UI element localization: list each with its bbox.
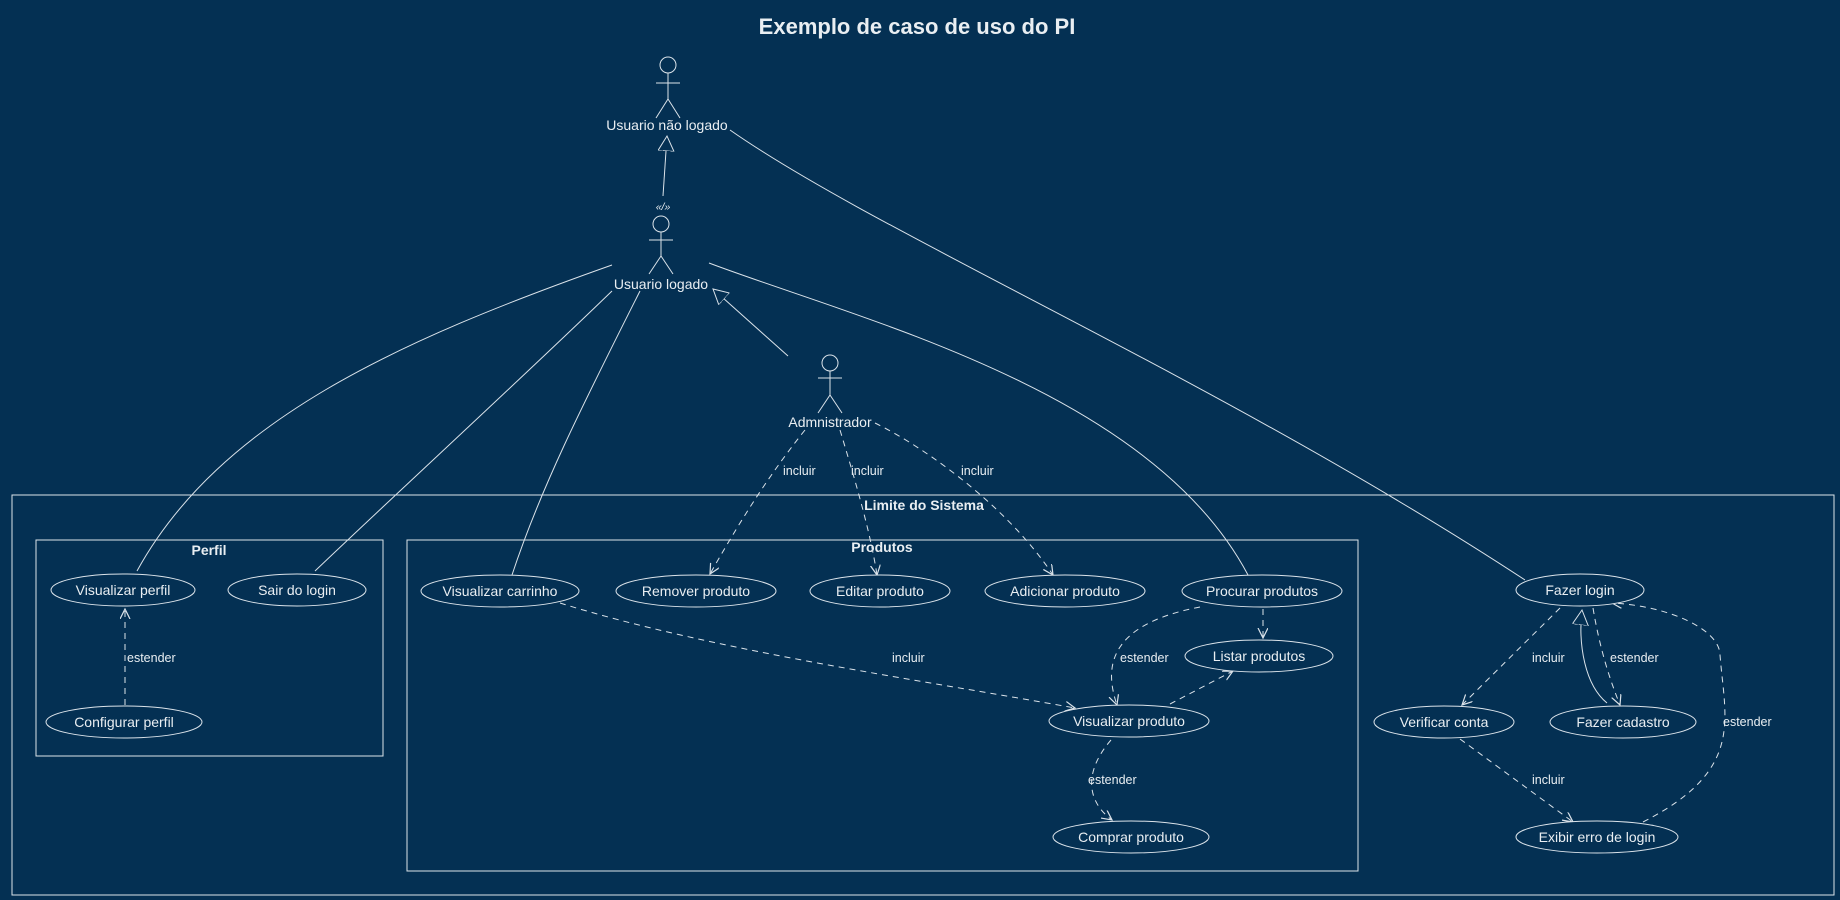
usecase-label-fazer-login: Fazer login — [1545, 582, 1614, 598]
usecase-configurar-perfil: Configurar perfil — [45, 705, 203, 739]
package-produtos — [406, 539, 1359, 872]
usecase-label-configurar-perfil: Configurar perfil — [74, 714, 174, 730]
usecase-procurar-produtos: Procurar produtos — [1181, 574, 1343, 608]
usecase-comprar-produto: Comprar produto — [1052, 820, 1210, 854]
usecase-editar-produto: Editar produto — [809, 574, 951, 608]
extend-exibir-erro-login — [1612, 603, 1726, 823]
actor-label-usuario-logado: Usuario logado — [614, 276, 708, 292]
stick-figure-icon — [648, 215, 674, 275]
usecase-visualizar-perfil: Visualizar perfil — [50, 573, 196, 607]
include-admin-editar — [839, 429, 877, 575]
package-perfil — [35, 539, 384, 757]
usecase-label-fazer-cadastro: Fazer cadastro — [1576, 714, 1670, 730]
usecase-label-exibir-erro-login: Exibir erro de login — [1539, 829, 1656, 845]
actor-usuario-logado: Usuario logado — [614, 215, 708, 292]
usecase-label-procurar-produtos: Procurar produtos — [1206, 583, 1318, 599]
label-extend-configurar-perfil: estender — [127, 651, 176, 665]
stereotype-label: «/» — [656, 201, 671, 213]
usecase-label-visualizar-perfil: Visualizar perfil — [76, 582, 171, 598]
usecase-exibir-erro-login: Exibir erro de login — [1515, 820, 1679, 854]
use-cases: Visualizar perfil Sair do login Configur… — [45, 573, 1697, 854]
usecase-label-visualizar-produto: Visualizar produto — [1073, 713, 1185, 729]
stick-figure-icon — [655, 56, 681, 119]
edge-labels: incluir incluir incluir estender incluir… — [127, 464, 1772, 787]
generalization-logado-to-nao-logado — [663, 136, 667, 197]
actor-administrador: Admnistrador — [788, 354, 872, 430]
edges — [125, 129, 1726, 823]
actor-usuario-nao-logado: Usuario não logado — [606, 56, 728, 133]
generalization-cadastro-to-login — [1581, 610, 1608, 704]
assoc-logado-visualizar-perfil — [136, 264, 613, 572]
label-include-admin-adicionar: incluir — [961, 464, 994, 478]
extend-cadastro-login — [1592, 607, 1620, 705]
usecase-label-remover-produto: Remover produto — [642, 583, 750, 599]
usecase-fazer-login: Fazer login — [1515, 573, 1645, 607]
usecase-visualizar-carrinho: Visualizar carrinho — [420, 574, 580, 608]
usecase-remover-produto: Remover produto — [615, 574, 777, 608]
usecase-visualizar-produto: Visualizar produto — [1048, 704, 1210, 738]
usecase-adicionar-produto: Adicionar produto — [984, 574, 1146, 608]
include-carrinho-visualizar-produto — [559, 602, 1075, 708]
usecase-sair-login: Sair do login — [227, 573, 367, 607]
generalization-admin-to-logado — [713, 289, 789, 357]
usecase-label-adicionar-produto: Adicionar produto — [1010, 583, 1120, 599]
extend-comprar-visualizar-produto — [1091, 739, 1112, 820]
label-extend-cadastro-login: estender — [1610, 651, 1659, 665]
extend-visualizar-produto-listar — [1169, 671, 1233, 705]
usecase-fazer-cadastro: Fazer cadastro — [1549, 705, 1697, 739]
label-extend-exibir-erro-login: estender — [1723, 715, 1772, 729]
usecase-label-listar-produtos: Listar produtos — [1213, 648, 1306, 664]
include-admin-remover — [710, 429, 806, 574]
assoc-logado-visualizar-carrinho — [511, 290, 641, 576]
assoc-nao-logado-fazer-login — [729, 129, 1526, 581]
label-include-admin-remover: incluir — [783, 464, 816, 478]
diagram-title: Exemplo de caso de uso do PI — [759, 14, 1076, 39]
include-verificar-exibir-erro — [1459, 738, 1573, 822]
usecase-label-sair-login: Sair do login — [258, 582, 336, 598]
usecase-label-verificar-conta: Verificar conta — [1400, 714, 1489, 730]
label-extend-comprar-visualizar-produto: estender — [1088, 773, 1137, 787]
stick-figure-icon — [817, 354, 843, 414]
usecase-label-comprar-produto: Comprar produto — [1078, 829, 1184, 845]
actor-label-usuario-nao-logado: Usuario não logado — [606, 117, 728, 133]
include-login-verificar — [1462, 607, 1561, 705]
system-boundary-label: Limite do Sistema — [864, 497, 984, 513]
usecase-label-visualizar-carrinho: Visualizar carrinho — [443, 583, 558, 599]
usecase-listar-produtos: Listar produtos — [1184, 639, 1334, 673]
assoc-logado-sair-login — [314, 290, 613, 572]
actor-label-administrador: Admnistrador — [788, 414, 872, 430]
label-extend-procurar-visualizar-produto: estender — [1120, 651, 1169, 665]
label-include-admin-editar: incluir — [851, 464, 884, 478]
include-admin-adicionar — [874, 422, 1053, 575]
package-perfil-label: Perfil — [191, 542, 226, 558]
usecase-verificar-conta: Verificar conta — [1373, 705, 1515, 739]
label-include-carrinho-visualizar-produto: incluir — [892, 651, 925, 665]
usecase-label-editar-produto: Editar produto — [836, 583, 924, 599]
package-produtos-label: Produtos — [851, 539, 913, 555]
system-boundary — [11, 494, 1835, 896]
label-include-login-verificar: incluir — [1532, 651, 1565, 665]
assoc-logado-procurar-produtos — [708, 262, 1249, 576]
label-include-verificar-exibir-erro: incluir — [1532, 773, 1565, 787]
